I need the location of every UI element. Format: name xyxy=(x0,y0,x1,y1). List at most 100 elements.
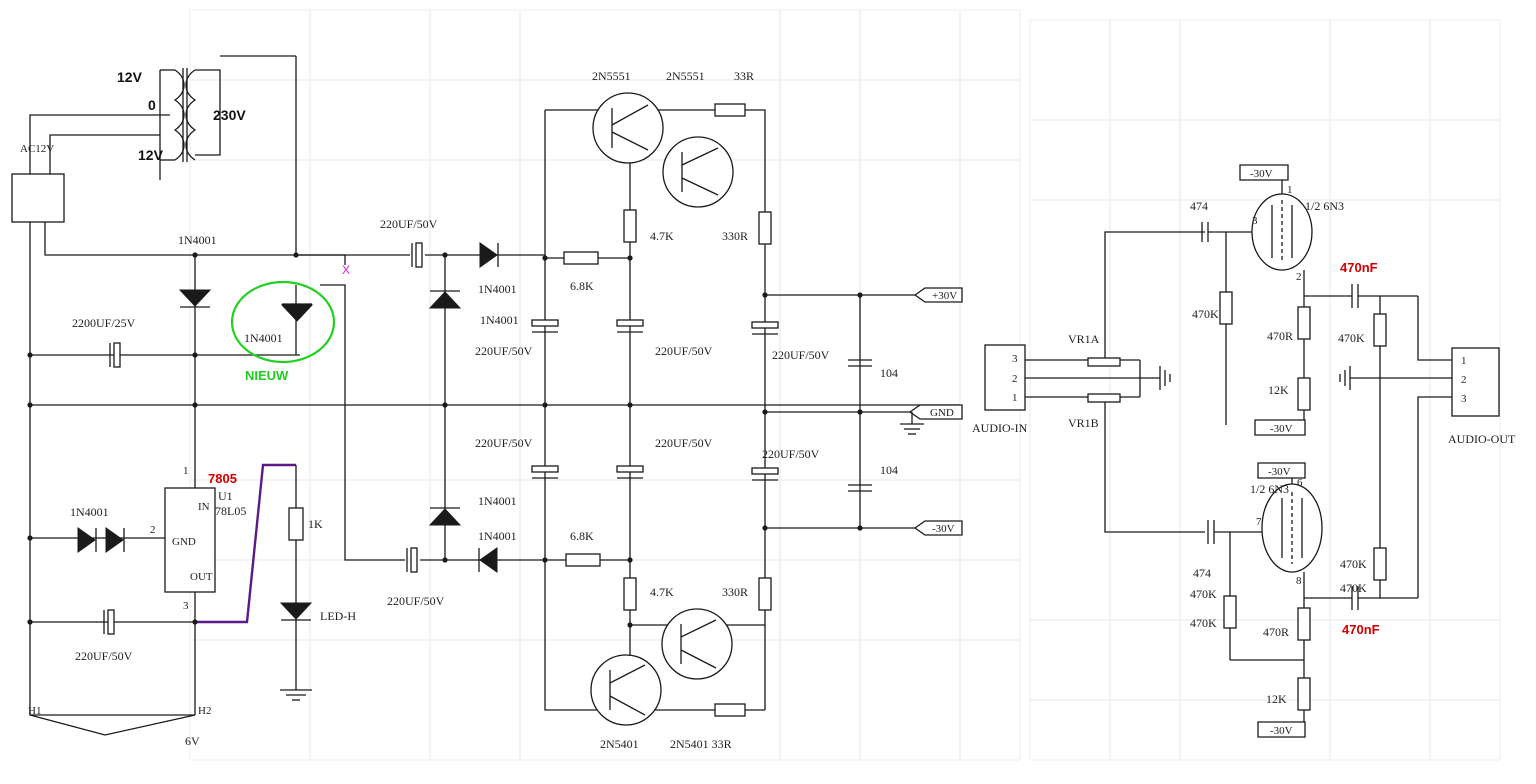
r470k-e-label: 470K xyxy=(1340,581,1367,595)
audio-in-label: AUDIO-IN xyxy=(972,421,1028,435)
cap-474-top-label: 474 xyxy=(1190,199,1208,213)
audio-in-pin2: 2 xyxy=(1012,373,1018,385)
cap-out-top-label: 470nF xyxy=(1340,260,1378,275)
six-volt-label: 6V xyxy=(185,734,200,748)
r12k-top-label: 12K xyxy=(1268,383,1289,397)
q3-label: 2N5401 xyxy=(600,737,639,751)
hv-capacitors: 220UF/50V 220UF/50V 220UF/50V 220UF/50V … xyxy=(475,319,898,492)
regulator-pin-out: OUT xyxy=(190,571,213,583)
output-capacitor: 220UF/50V xyxy=(75,609,133,663)
voltage-regulator: 7805 U1 78L05 IN GND OUT 1 2 3 xyxy=(150,465,246,612)
tube-top-hv-a: -30V xyxy=(1250,168,1273,180)
hv-input-wiring xyxy=(296,254,545,561)
r470k-f-label: 470K xyxy=(1190,587,1217,601)
secondary-top-label: 12V xyxy=(117,69,143,85)
hv-d4-label: 1N4001 xyxy=(478,529,517,543)
secondary-center-label: 0 xyxy=(148,97,156,113)
hv-d2-label: 1N4001 xyxy=(480,313,519,327)
ground-diode-pair: 1N4001 xyxy=(70,505,125,553)
regulator-pin-in: IN xyxy=(198,501,210,513)
r470r-top-label: 470R xyxy=(1267,329,1293,343)
tube-bottom-label: 1/2 6N3 xyxy=(1250,482,1289,496)
tube-top-label: 1/2 6N3 xyxy=(1305,199,1344,213)
hv-cap-in-top-label: 220UF/50V xyxy=(380,217,438,231)
rail-pos-label: +30V xyxy=(932,290,957,302)
transformer: 12V 0 230V 12V xyxy=(29,68,246,180)
c104-bottom-label: 104 xyxy=(880,463,898,477)
regulator-part: 78L05 xyxy=(215,504,246,518)
r68-top-label: 6.8K xyxy=(570,279,594,293)
rectifier-main-label: 1N4001 xyxy=(178,233,217,247)
audio-out-pin1: 1 xyxy=(1461,355,1467,367)
r47-top-label: 4.7K xyxy=(650,229,674,243)
triode-top: 474 1/2 6N3 3 1 2 -30V xyxy=(1190,164,1344,283)
audio-out-pin3: 3 xyxy=(1461,393,1467,405)
tube-bottom-hv-b: -30V xyxy=(1270,725,1293,737)
tube-bottom-pin7: 7 xyxy=(1256,516,1262,528)
audio-in-pin1: 1 xyxy=(1012,392,1018,404)
c6-label: 220UF/50V xyxy=(762,447,820,461)
transistor-q1: 2N5551 xyxy=(592,69,664,164)
cap-out-bottom-label: 470nF xyxy=(1342,622,1380,637)
regulator-pin3: 3 xyxy=(183,600,189,612)
r470k-d-label: 470K xyxy=(1340,557,1367,571)
new-part-note: NIEUW xyxy=(245,368,289,383)
volume-pots: VR1A VR1B xyxy=(1068,231,1205,533)
rail-neg-label: -30V xyxy=(932,523,955,535)
h2-label: H2 xyxy=(198,705,211,717)
added-diode: 1N4001 NIEUW X xyxy=(230,263,350,383)
tube-bottom-pin8: 8 xyxy=(1296,575,1302,587)
low-voltage-wiring xyxy=(29,55,960,716)
hv-resistors: 33R 6.8K 6.8K 4.7K 4.7K 330R 330R xyxy=(563,69,772,717)
audio-out-label: AUDIO-OUT xyxy=(1448,432,1516,446)
h1-label: H1 xyxy=(28,705,41,717)
transistor-q4: 2N5401 33R xyxy=(661,608,733,751)
c3-label: 220UF/50V xyxy=(772,348,830,362)
audio-in-pin3: 3 xyxy=(1012,353,1018,365)
tube-top-pin1: 1 xyxy=(1287,184,1293,196)
transistor-q3: 2N5401 xyxy=(590,654,662,751)
c2-label: 220UF/50V xyxy=(655,344,713,358)
hv-diodes: 1N4001 1N4001 1N4001 1N4001 xyxy=(428,242,519,573)
led-circuit: 1K LED-H xyxy=(195,463,356,701)
tube-bottom-pin6: 6 xyxy=(1297,477,1303,489)
r47-bottom-label: 4.7K xyxy=(650,585,674,599)
triode-bottom-network: 470K 470R 12K -30V 470nF 470K 470K 470K xyxy=(1190,378,1418,738)
primary-label: 230V xyxy=(213,107,246,123)
r470k-c-label: 470K xyxy=(1190,616,1217,630)
added-diode-label: 1N4001 xyxy=(244,331,283,345)
r33-top-label: 33R xyxy=(734,69,754,83)
ac-connector-label: AC12V xyxy=(20,143,54,155)
vr1b-label: VR1B xyxy=(1068,416,1099,430)
diode-pair-label: 1N4001 xyxy=(70,505,109,519)
regulator-pin2: 2 xyxy=(150,524,156,536)
triode-bottom: 474 1/2 6N3 6 7 8 -30V xyxy=(1193,462,1323,587)
hv-input-cap-bottom: 220UF/50V xyxy=(387,547,445,608)
ac-connector: AC12V xyxy=(11,143,65,223)
output-cap-label: 220UF/50V xyxy=(75,649,133,663)
q2-label: 2N5551 xyxy=(666,69,705,83)
r470k-b-label: 470K xyxy=(1338,331,1365,345)
c5-label: 220UF/50V xyxy=(655,436,713,450)
hv-d3-label: 1N4001 xyxy=(478,494,517,508)
r470r-bottom-label: 470R xyxy=(1263,625,1289,639)
secondary-bottom-label: 12V xyxy=(138,147,164,163)
led-label: LED-H xyxy=(320,609,356,623)
regulator-pin1: 1 xyxy=(183,465,189,477)
regulator-pin-gnd: GND xyxy=(172,536,196,548)
transistor-q2: 2N5551 xyxy=(662,69,734,208)
hv-input-cap-top: 220UF/50V xyxy=(380,217,438,268)
main-cap-label: 2200UF/25V xyxy=(72,316,136,330)
rail-flags: +30V GND -30V xyxy=(900,287,963,536)
led-resistor-label: 1K xyxy=(308,517,323,531)
q4-label: 2N5401 33R xyxy=(670,737,732,751)
r12k-bottom-label: 12K xyxy=(1266,692,1287,706)
tube-top-pin2: 2 xyxy=(1296,271,1302,283)
cut-mark: X xyxy=(342,263,350,277)
regulator-name: 7805 xyxy=(208,471,237,486)
tube-bottom-hv-a: -30V xyxy=(1268,466,1291,478)
r68-bottom-label: 6.8K xyxy=(570,529,594,543)
q1-label: 2N5551 xyxy=(592,69,631,83)
r330-top-label: 330R xyxy=(722,229,748,243)
regulator-ref: U1 xyxy=(218,489,233,503)
